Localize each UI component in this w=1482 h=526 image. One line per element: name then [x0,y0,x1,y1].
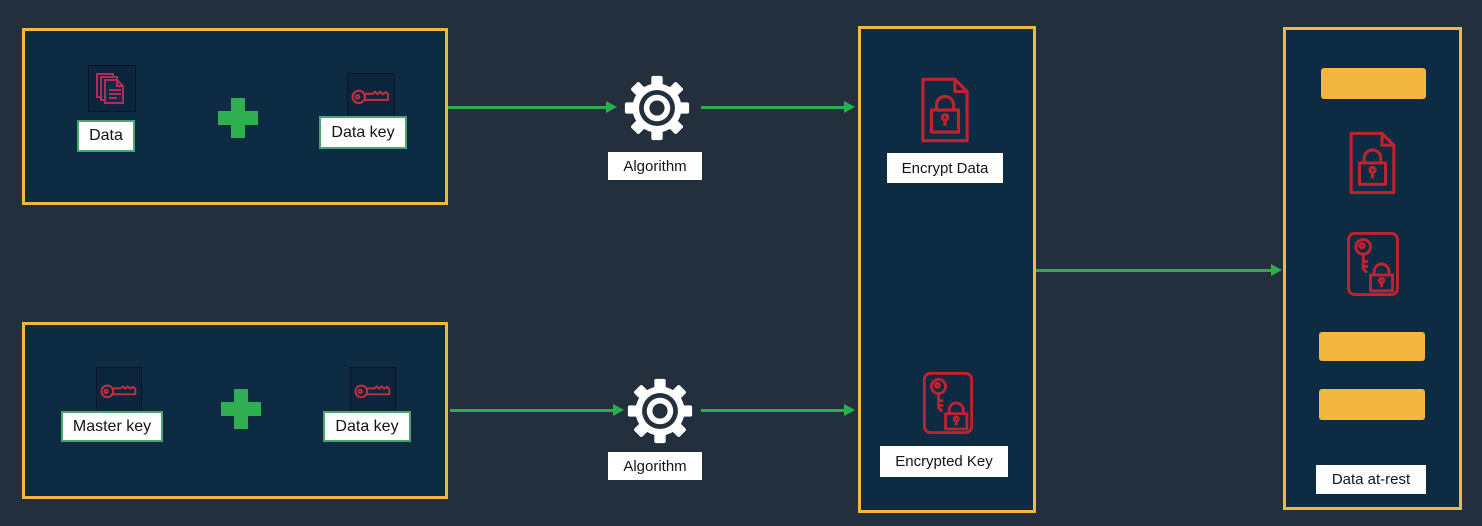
document-stack-icon [96,72,124,104]
key-icon [100,384,137,398]
gear-icon [624,75,690,141]
arrow-output-to-storage [1036,264,1282,276]
data-key-tile [350,367,396,413]
arrow-algorithm-to-output-top [701,101,855,113]
master-key-label: Master key [61,411,163,442]
data-at-rest-label: Data at-rest [1316,465,1426,494]
plus-icon [218,98,258,138]
encrypt-data-node [918,75,972,145]
key-icon [351,89,390,105]
data-key-label: Data key [323,411,411,442]
yellow-bar [1321,68,1426,99]
algorithm-label: Algorithm [608,452,702,480]
encrypted-key-icon [922,372,974,434]
algorithm-top-node [623,74,691,142]
data-label: Data [77,120,135,152]
arrow-algorithm-to-output-bottom [701,404,855,416]
arrow-top-input-to-algorithm [448,101,617,113]
arrow-bottom-input-to-algorithm [450,404,624,416]
encrypt-data-label: Encrypt Data [887,153,1003,183]
algorithm-label: Algorithm [608,152,702,180]
encrypted-document-icon [921,77,969,143]
key-input-panel: Master key Data key [22,322,448,499]
yellow-bar [1319,332,1425,361]
master-key-tile [96,367,142,413]
encrypted-key-node [922,370,974,436]
encrypted-document-icon [1349,131,1396,195]
encrypted-output-panel: Encrypt Data Encrypted Key [858,26,1036,513]
key-icon [354,384,391,398]
gear-icon [627,378,693,444]
stored-encrypted-data-node [1346,131,1399,195]
data-key-label: Data key [319,116,407,149]
plus-icon [221,389,261,429]
plaintext-input-panel: Data Data key [22,28,448,205]
yellow-bar [1319,389,1425,420]
data-key-tile [347,73,395,119]
encrypted-key-label: Encrypted Key [880,446,1008,477]
document-stack-tile [88,65,136,112]
stored-encrypted-key-node [1346,231,1400,297]
encrypted-key-icon [1347,231,1399,297]
data-at-rest-panel: Data at-rest [1283,27,1462,510]
algorithm-bottom-node [626,377,694,445]
